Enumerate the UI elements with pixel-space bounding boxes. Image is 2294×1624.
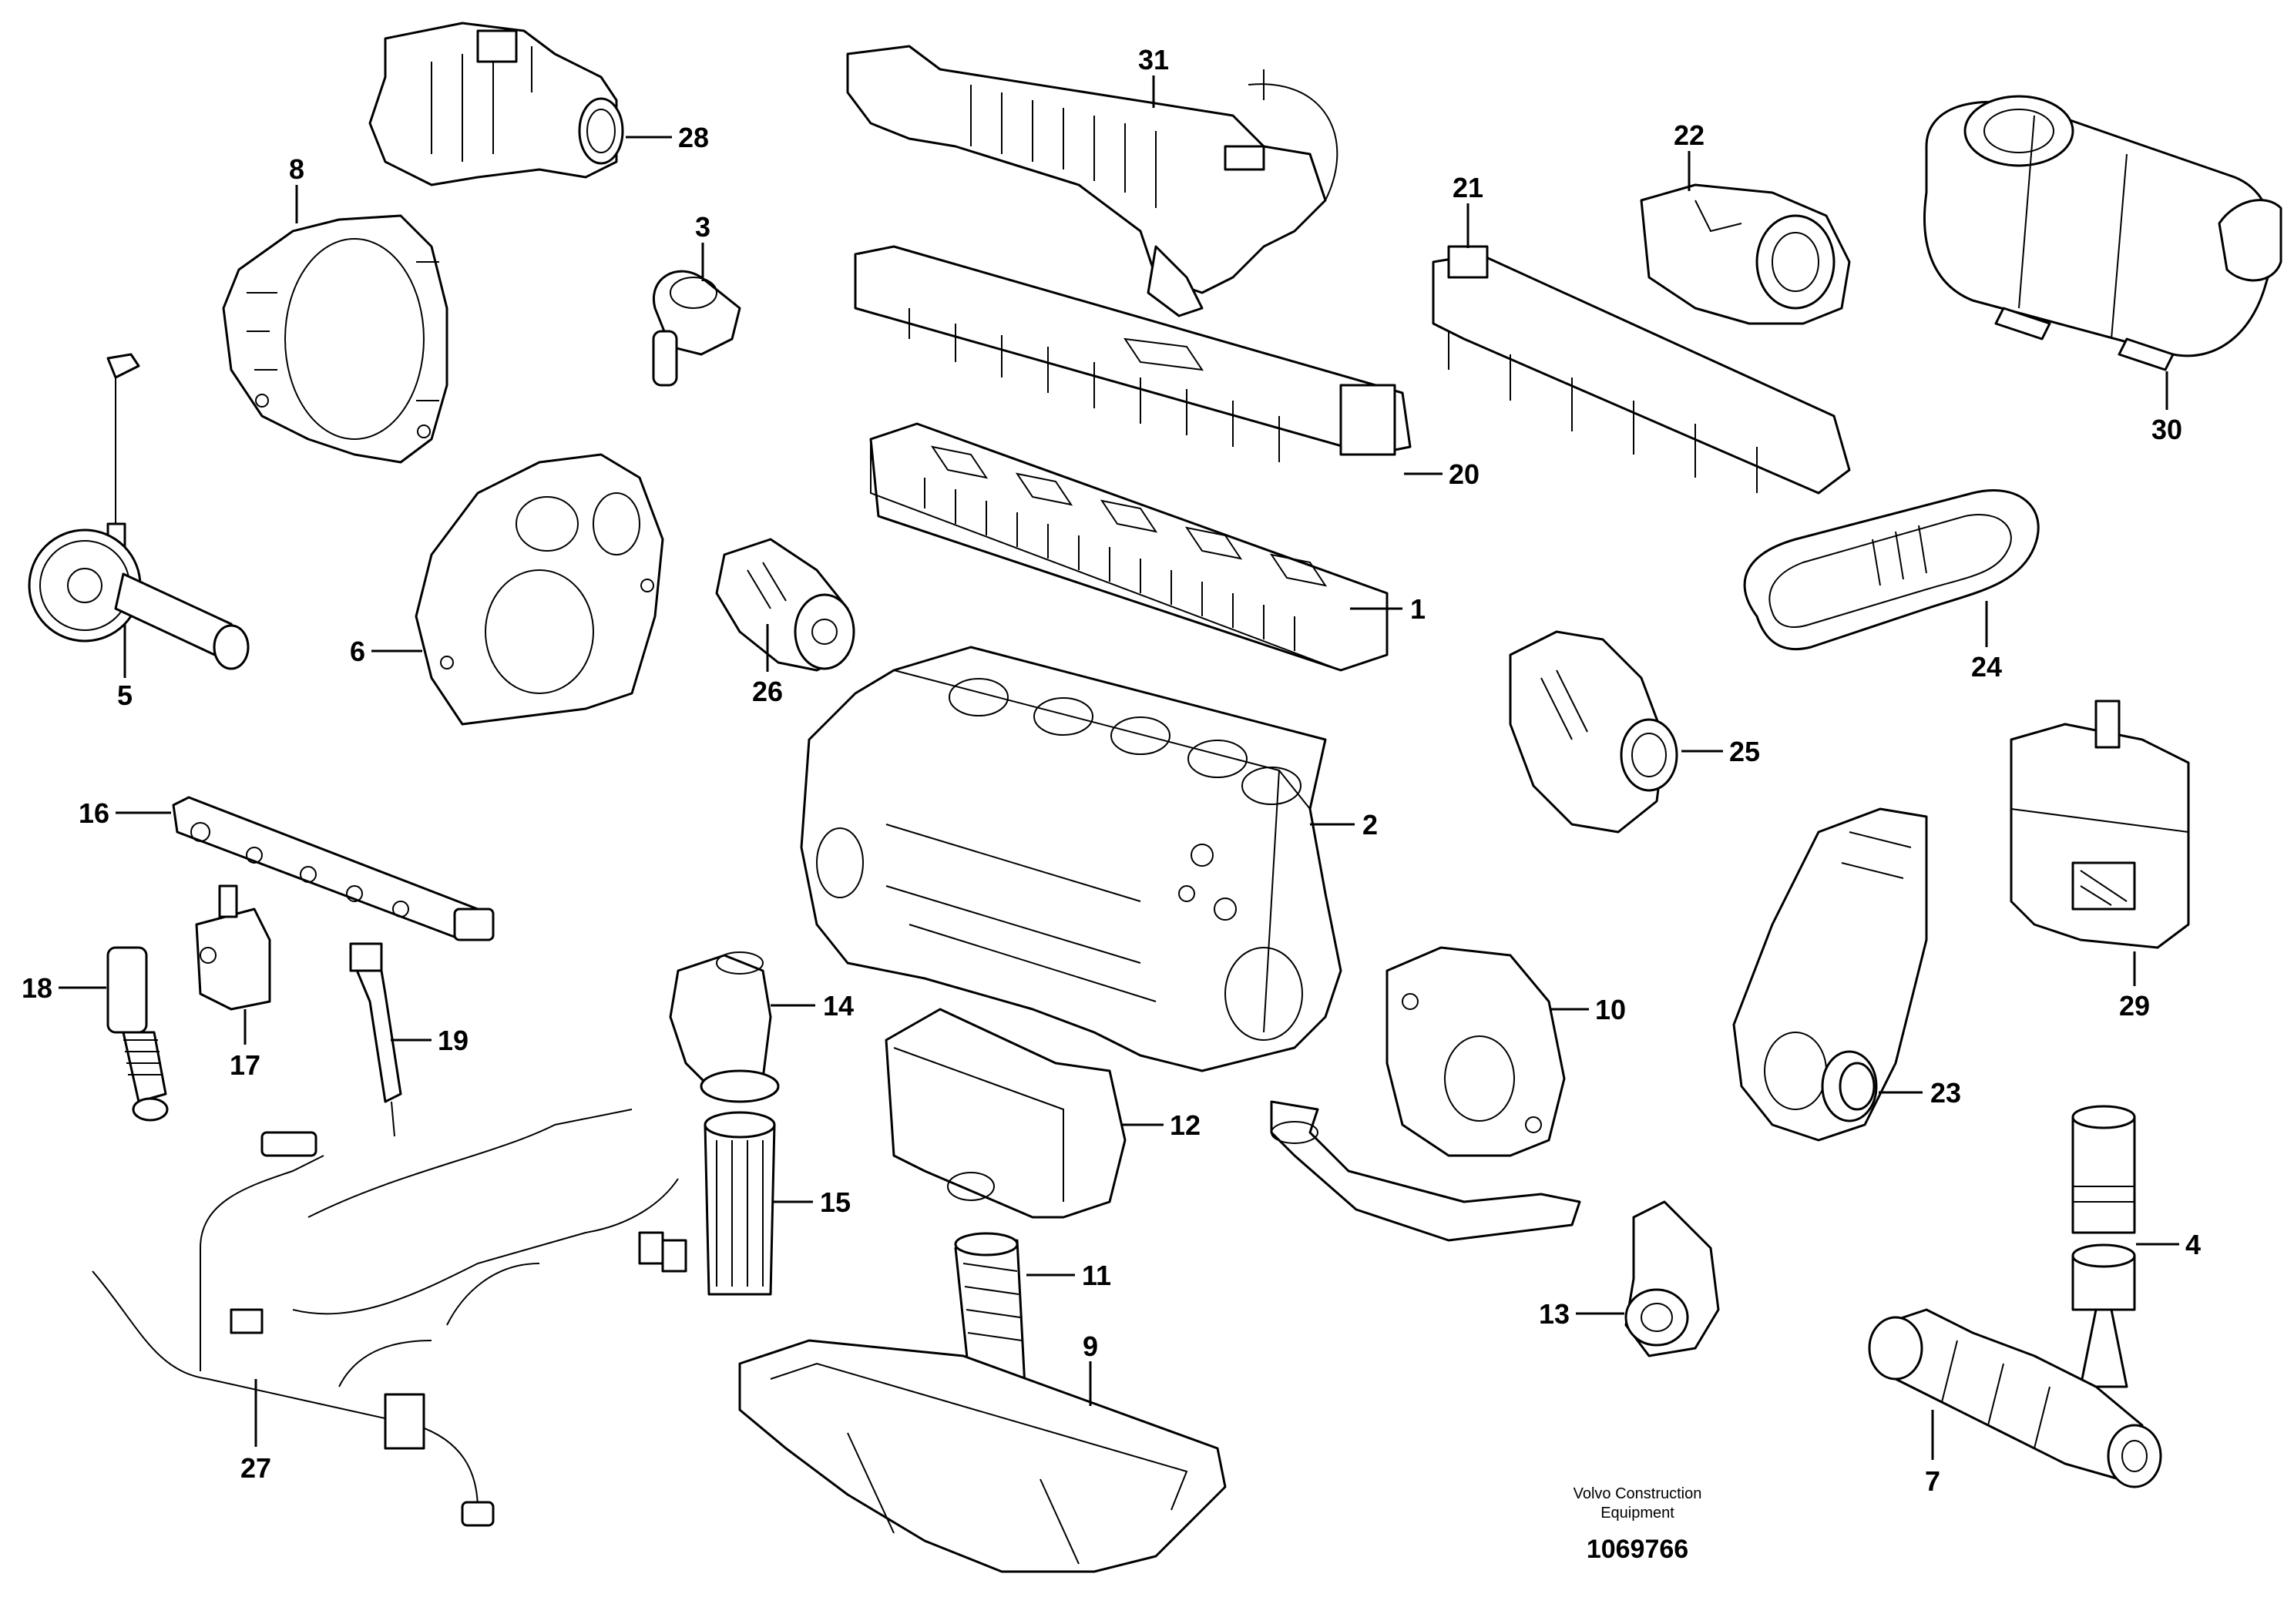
brand-line-2: Equipment — [1600, 1505, 1674, 1522]
part-3-sensor[interactable] — [652, 270, 741, 387]
label-7: 7 — [1925, 1465, 1940, 1497]
label-21: 21 — [1453, 172, 1483, 203]
oil-suction-pipe — [1270, 1100, 1581, 1242]
part-16-fuel-rail[interactable] — [172, 796, 495, 941]
brand-line-1: Volvo Construction — [1574, 1485, 1702, 1502]
part-21-exhaust-manifold[interactable] — [1432, 245, 1851, 495]
part-4-piston-liner[interactable] — [2071, 1105, 2136, 1388]
label-11: 11 — [1082, 1260, 1111, 1291]
part-6-timing-cover[interactable] — [415, 453, 664, 726]
label-3: 3 — [695, 211, 710, 243]
label-30: 30 — [2151, 414, 2182, 445]
label-6: 6 — [350, 636, 365, 667]
label-15: 15 — [820, 1186, 851, 1218]
label-26: 26 — [752, 676, 783, 707]
label-18: 18 — [22, 972, 52, 1004]
footer-block: Volvo Construction Equipment 1069766 — [1574, 1485, 1702, 1564]
part-20-intake-manifold[interactable] — [854, 245, 1412, 462]
label-1: 1 — [1410, 593, 1426, 625]
label-28: 28 — [678, 122, 709, 153]
part-28-egr-valve[interactable] — [368, 22, 624, 186]
label-14: 14 — [823, 990, 854, 1022]
label-29: 29 — [2119, 990, 2150, 1022]
label-20: 20 — [1449, 458, 1480, 490]
label-22: 22 — [1674, 119, 1705, 151]
part-7-crankshaft[interactable] — [1868, 1308, 2162, 1488]
part-9-oil-pan[interactable] — [738, 1339, 1227, 1573]
part-17-pressure-valve[interactable] — [195, 884, 271, 1011]
label-31: 31 — [1138, 44, 1169, 75]
drawing-number: 1069766 — [1587, 1535, 1688, 1564]
part-19-injector[interactable] — [349, 942, 402, 1137]
part-8-flywheel-housing[interactable] — [222, 214, 448, 464]
part-31-egr-pipe[interactable] — [846, 45, 1338, 317]
part-13-belt-tensioner[interactable] — [1624, 1200, 1720, 1357]
label-13: 13 — [1539, 1298, 1570, 1330]
part-10-front-cover[interactable] — [1385, 946, 1566, 1157]
label-19: 19 — [438, 1025, 469, 1056]
part-26-starter-motor[interactable] — [715, 538, 855, 672]
label-25: 25 — [1729, 736, 1760, 767]
part-14-oil-filter-housing[interactable] — [669, 951, 780, 1103]
label-17: 17 — [230, 1049, 260, 1081]
part-25-alternator[interactable] — [1509, 630, 1678, 834]
label-12: 12 — [1170, 1109, 1201, 1141]
label-5: 5 — [117, 679, 133, 711]
part-12-oil-cooler[interactable] — [885, 1008, 1127, 1219]
label-24: 24 — [1971, 651, 2002, 683]
part-23-water-pump[interactable] — [1732, 807, 1928, 1142]
part-30-exhaust-aftertreatment[interactable] — [1923, 95, 2282, 371]
label-23: 23 — [1930, 1077, 1961, 1109]
part-15-oil-filter[interactable] — [704, 1111, 776, 1296]
part-24-drive-belt[interactable] — [1743, 489, 2040, 651]
part-11-oil-filter-cartridge[interactable] — [954, 1232, 1026, 1396]
label-9: 9 — [1083, 1330, 1098, 1362]
label-27: 27 — [240, 1452, 271, 1484]
label-8: 8 — [289, 153, 304, 185]
part-5-camshaft[interactable] — [28, 353, 250, 670]
part-1-cylinder-head[interactable] — [869, 422, 1389, 672]
label-16: 16 — [79, 797, 109, 829]
label-4: 4 — [2185, 1229, 2201, 1260]
part-22-turbocharger[interactable] — [1640, 183, 1851, 325]
part-29-engine-control-unit[interactable] — [2010, 700, 2190, 949]
label-2: 2 — [1362, 809, 1378, 841]
label-10: 10 — [1595, 994, 1626, 1025]
part-27-wiring-harness[interactable] — [92, 1109, 687, 1527]
part-18-fuel-pump[interactable] — [106, 946, 169, 1122]
part-2-cylinder-block[interactable] — [800, 646, 1342, 1072]
